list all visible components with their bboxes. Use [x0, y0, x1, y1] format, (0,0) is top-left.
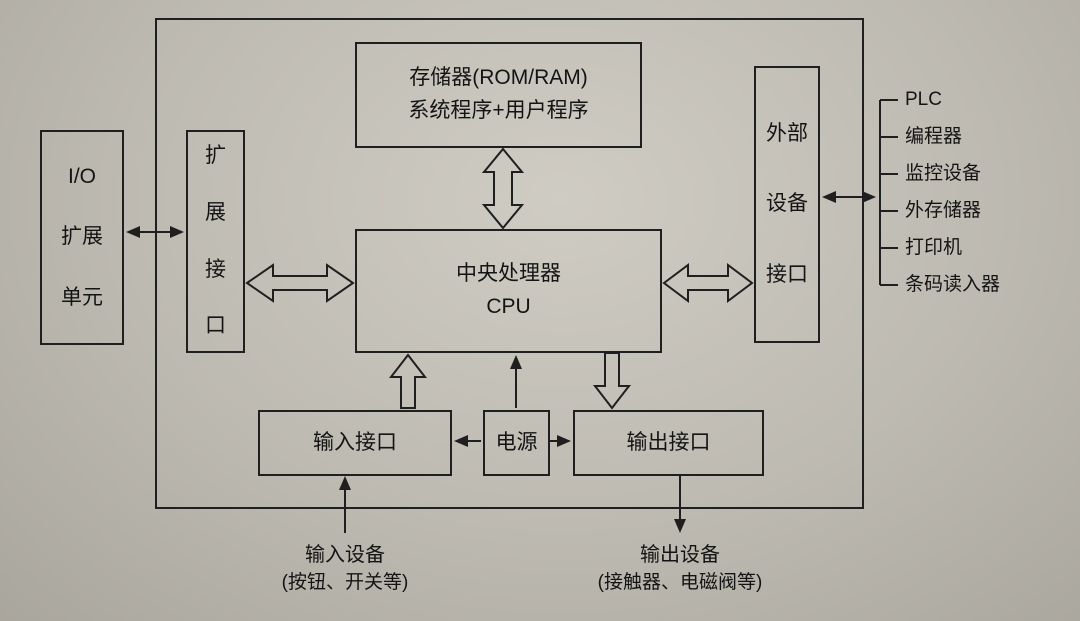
peripherals-bracket — [879, 99, 898, 286]
expansion-interface-char-3: 接 — [205, 257, 226, 281]
io-expansion-line-1: I/O — [67, 164, 96, 188]
cpu-output-down-arrow — [592, 352, 632, 410]
memory-cpu-double-arrow — [481, 147, 525, 230]
expansion-interface-block: 扩 展 接 口 — [186, 130, 245, 353]
external-interface-line-1: 外部 — [766, 121, 808, 145]
external-peripherals-double-arrow — [822, 191, 876, 203]
output-device-line-2: (接触器、电磁阀等) — [597, 572, 763, 593]
output-interface-label: 输出接口 — [626, 430, 711, 454]
output-interface-block: 输出接口 — [573, 410, 764, 476]
input-device-label: 输入设备 (按钮、开关等) — [240, 540, 450, 597]
input-interface-block: 输入接口 — [258, 410, 452, 476]
expansion-interface-char-1: 扩 — [205, 144, 226, 168]
cpu-line-1: 中央处理器 — [456, 262, 561, 286]
external-interface-line-2: 设备 — [766, 192, 808, 216]
cpu-block: 中央处理器 CPU — [355, 229, 662, 353]
io-expansion-line-3: 单元 — [61, 285, 103, 309]
power-label: 电源 — [495, 430, 538, 454]
memory-block: 存储器(ROM/RAM) 系统程序+用户程序 — [355, 42, 642, 148]
cpu-line-2: CPU — [486, 295, 531, 318]
input-device-line-2: (按钮、开关等) — [281, 572, 409, 593]
io-expansion-line-2: 扩展 — [61, 225, 103, 249]
input-interface-label: 输入接口 — [313, 430, 397, 454]
peripheral-item-plc: PLC — [905, 89, 942, 110]
peripheral-item-programmer: 编程器 — [905, 126, 963, 147]
expansion-interface-char-2: 展 — [205, 200, 226, 224]
cpu-external-double-arrow — [662, 263, 754, 303]
external-device-interface-block: 外部 设备 接口 — [754, 66, 820, 343]
input-cpu-up-arrow — [388, 353, 428, 409]
external-interface-line-3: 接口 — [766, 262, 808, 286]
expansion-cpu-double-arrow — [245, 263, 355, 303]
power-block: 电源 — [483, 410, 550, 476]
input-device-line-1: 输入设备 — [305, 544, 385, 566]
power-cpu-arrow — [510, 355, 522, 408]
memory-line-2: 系统程序+用户程序 — [408, 99, 589, 122]
output-device-label: 输出设备 (接触器、电磁阀等) — [565, 540, 795, 597]
output-device-line-1: 输出设备 — [640, 544, 720, 566]
output-device-arrow — [674, 476, 686, 533]
peripheral-item-barcode-reader: 条码读入器 — [905, 274, 1001, 295]
power-input-arrow — [454, 435, 481, 447]
expansion-interface-char-4: 口 — [205, 314, 226, 338]
peripheral-item-printer: 打印机 — [905, 237, 963, 258]
plc-outer-border — [155, 18, 864, 509]
io-expansion-unit-block: I/O 扩展 单元 — [40, 130, 124, 345]
peripheral-item-monitor: 监控设备 — [905, 163, 982, 184]
memory-line-1: 存储器(ROM/RAM) — [409, 66, 588, 90]
peripheral-item-ext-storage: 外存储器 — [905, 200, 982, 221]
input-device-arrow — [339, 476, 351, 533]
